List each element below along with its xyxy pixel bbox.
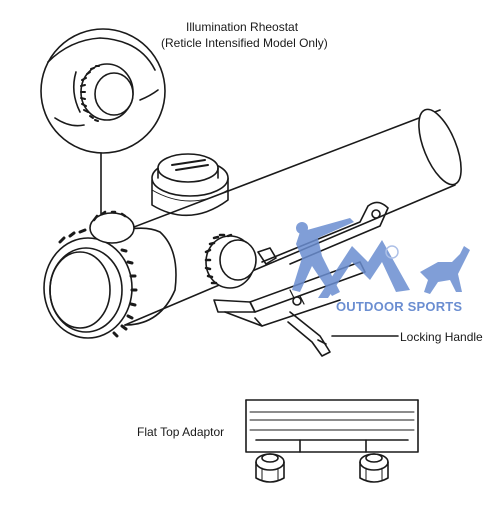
watermark-logo: [292, 218, 470, 298]
locking-handle-lever: [287, 311, 331, 357]
flat-top-adaptor-label: Flat Top Adaptor: [137, 425, 225, 439]
deer-silhouette: [420, 246, 470, 294]
scope-tube: [94, 108, 462, 326]
sun-icon: [385, 245, 399, 259]
rear-ring: [89, 210, 135, 244]
top-turret: [151, 153, 229, 217]
flat-top-adaptor: [245, 399, 419, 483]
reticle-note-label: (Reticle Intensified Model Only): [161, 36, 328, 50]
rheostat-detail-circle: [40, 28, 166, 154]
watermark-brand-text: OUTDOOR SPORTS: [336, 299, 463, 314]
side-knob: [204, 233, 277, 289]
hunter-silhouette: [292, 218, 354, 296]
locking-handle-label: Locking Handle: [400, 330, 483, 344]
objective-lens: [43, 228, 138, 339]
illumination-rheostat-label: Illumination Rheostat: [186, 20, 299, 34]
